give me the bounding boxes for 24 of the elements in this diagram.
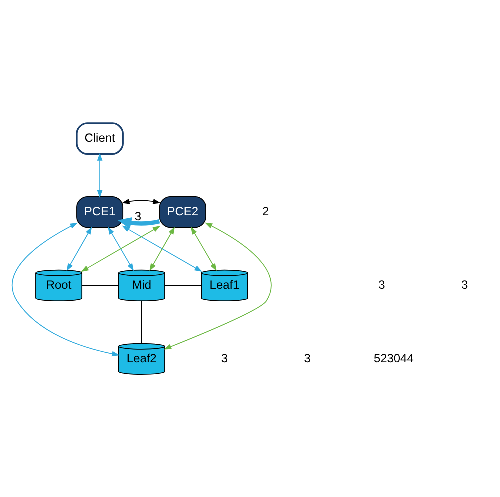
label: 3 bbox=[461, 277, 468, 292]
connector bbox=[141, 300, 142, 344]
edge-label: 3 bbox=[134, 209, 142, 224]
arrow bbox=[12, 222, 120, 356]
label: 523044 bbox=[374, 350, 414, 365]
label: 3 bbox=[221, 350, 228, 365]
arrow bbox=[190, 226, 217, 271]
arrow bbox=[122, 225, 202, 272]
connector bbox=[82, 284, 120, 286]
node-box: PCE1 bbox=[76, 196, 124, 228]
arrow bbox=[108, 226, 134, 271]
arrow bbox=[118, 216, 160, 228]
connector bbox=[164, 284, 202, 286]
arrow bbox=[97, 152, 103, 198]
label: 3 bbox=[304, 350, 311, 365]
arrow bbox=[66, 226, 92, 271]
label: 3 bbox=[378, 277, 386, 292]
arrow bbox=[81, 225, 161, 272]
arrow bbox=[150, 226, 176, 271]
arrow bbox=[164, 222, 272, 350]
arrow bbox=[122, 198, 161, 204]
node-box: PCE2 bbox=[159, 196, 206, 228]
label: 2 bbox=[262, 204, 270, 218]
node-box: Client bbox=[76, 122, 124, 155]
